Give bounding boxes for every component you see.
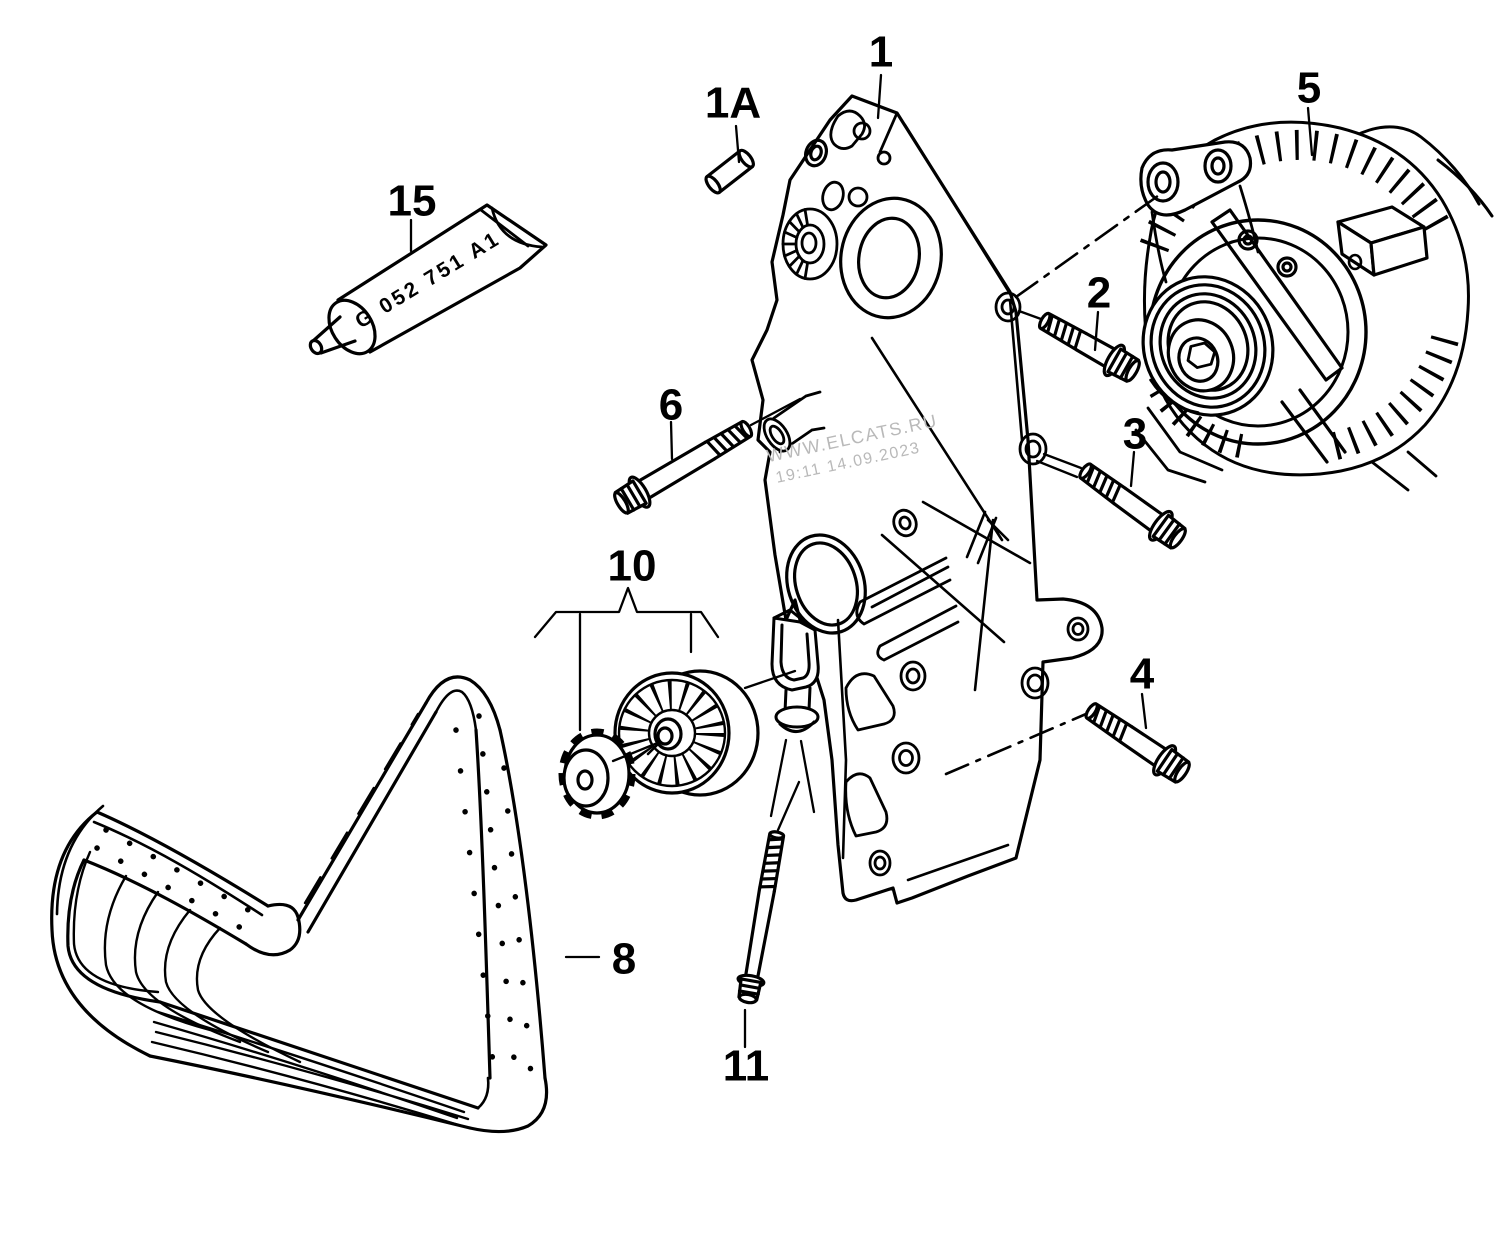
- stud-bolt-11: [736, 830, 786, 1005]
- bolt-6: [607, 417, 756, 522]
- tensioner-pulley-fins: [620, 681, 724, 785]
- callout-10-brace: [533, 586, 720, 639]
- callout-1[interactable]: 1: [869, 28, 893, 77]
- callout-11[interactable]: 11: [723, 1042, 770, 1091]
- alternator: [1134, 120, 1470, 492]
- sealant-tube: [308, 203, 548, 356]
- tensioner-pulley-assembly: [558, 669, 760, 820]
- alternator-connector-block: [1336, 205, 1429, 277]
- callout-2[interactable]: 2: [1087, 269, 1111, 318]
- bracket-bolt-holes: [868, 291, 1090, 877]
- bolt-4: [1081, 699, 1197, 791]
- callout-5[interactable]: 5: [1297, 64, 1321, 113]
- alternator-fins-left: [1149, 382, 1244, 458]
- callout-15[interactable]: 15: [388, 177, 437, 226]
- belt-stipple-dots: [94, 713, 535, 1089]
- assembly-axis-lines: [944, 191, 1164, 776]
- bolt-3: [1075, 459, 1193, 556]
- tensioner-cap: [558, 728, 636, 820]
- callout-3[interactable]: 3: [1123, 410, 1147, 459]
- bolt-2: [1035, 309, 1147, 390]
- bracket-ribbed-hub: [781, 207, 839, 281]
- callout-10[interactable]: 10: [608, 542, 657, 591]
- callout-labels: 1 1A 2 3 4 5 6 8 10 11 15: [388, 28, 1322, 1091]
- alternator-pulley: [1141, 275, 1275, 417]
- callout-4[interactable]: 4: [1130, 650, 1155, 699]
- tensioner-pivot: [770, 608, 820, 733]
- bracket-leg-cutouts: [844, 672, 896, 838]
- dowel-pin: [704, 148, 755, 195]
- callout-1a[interactable]: 1A: [705, 79, 761, 128]
- bracket-silhouette: [750, 94, 1104, 905]
- bracket-slot: [855, 556, 960, 662]
- bracket-oval-opening: [785, 533, 867, 635]
- callout-8[interactable]: 8: [612, 935, 636, 984]
- bracket-bolt6-boss: [762, 390, 826, 454]
- bracket-main-bore: [839, 186, 943, 320]
- callout-leader-lines: [409, 73, 1314, 1049]
- mounting-bracket: [750, 94, 1104, 905]
- callout-6[interactable]: 6: [659, 381, 683, 430]
- ribbed-belt: [50, 675, 549, 1134]
